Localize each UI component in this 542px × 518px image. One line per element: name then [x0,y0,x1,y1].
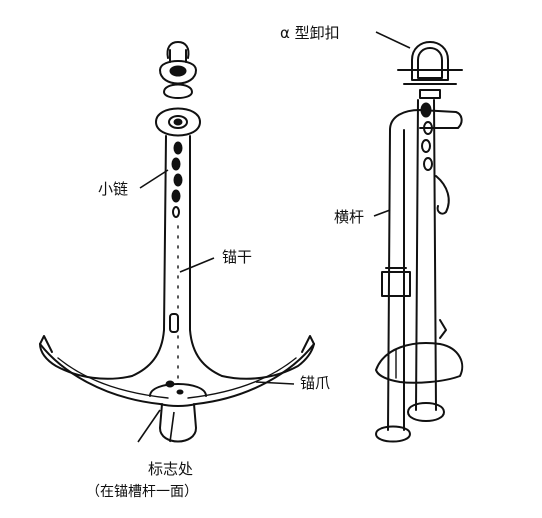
label-mark-note: （在锚槽杆一面） [86,484,198,500]
leader-small-chain [139,169,169,189]
anchor-stock [375,109,463,443]
anchor-fluke-side [375,319,464,384]
label-shank: 锚干 [222,248,252,266]
label-fluke: 锚爪 [300,374,330,392]
alpha-shackle [397,41,463,99]
leader-shank [179,257,215,273]
anchor-shank-side [407,99,450,422]
anchor-arms [39,335,315,407]
anchor-side-view [373,31,464,443]
leader-mark [137,409,161,443]
label-small-chain: 小链 [98,180,128,198]
anchor-small-chain [171,141,183,218]
label-mark-position: 标志处 [148,460,193,478]
anchor-eye [155,107,201,137]
anchor-front-view [39,41,315,443]
anchor-top-ring [159,41,197,99]
leader-fluke [255,381,295,385]
label-stock: 横杆 [334,208,364,226]
anchor-crown [149,380,207,443]
anchor-shank [131,135,223,381]
leader-mark-2 [169,411,175,443]
leader-stock [373,209,391,217]
label-alpha-shackle: α 型卸扣 [280,24,340,42]
leader-shackle [375,31,411,49]
